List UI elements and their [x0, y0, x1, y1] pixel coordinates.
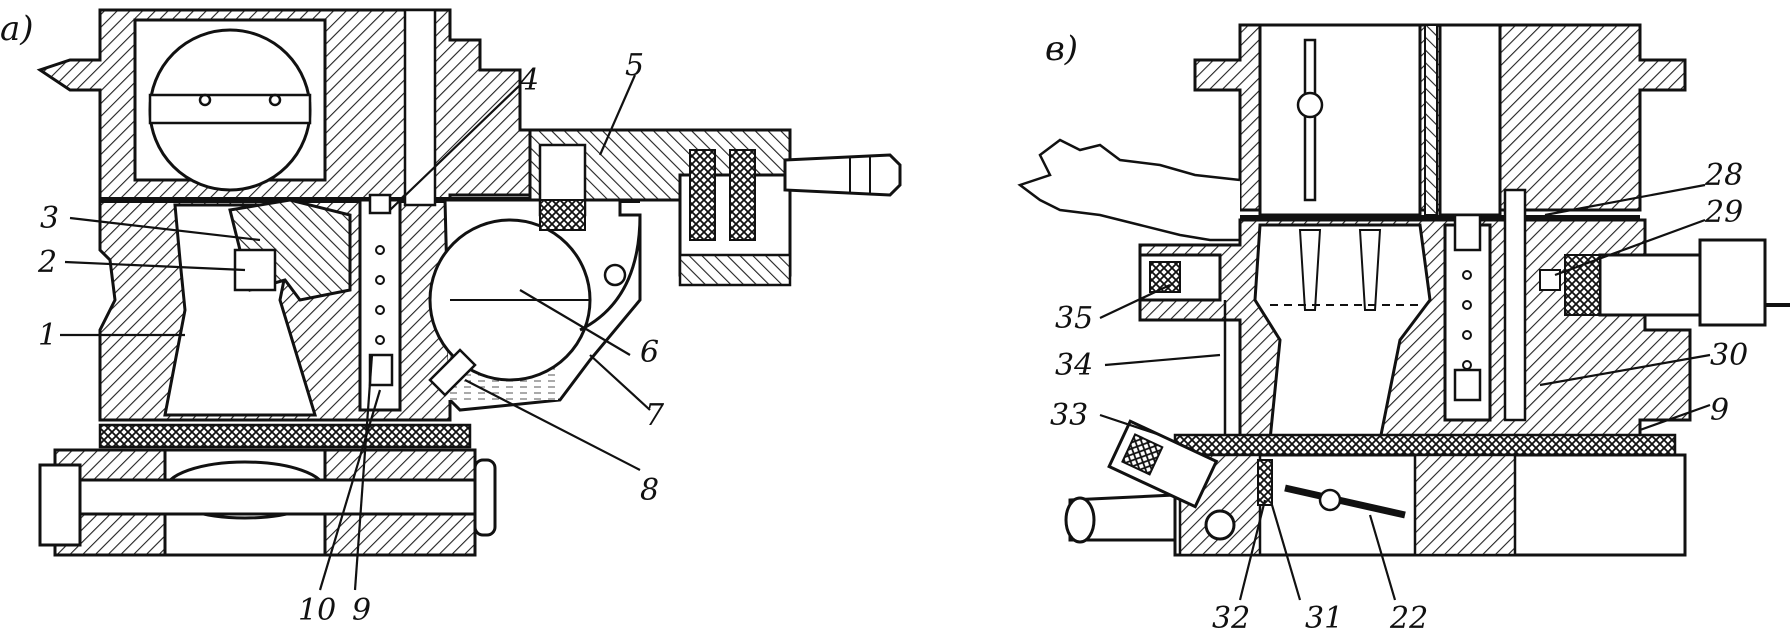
fuel-inlet-pipe — [783, 153, 902, 197]
callout-a-5: 5 — [625, 48, 644, 83]
callout-b-9: 9 — [1710, 393, 1729, 428]
callout-b-22: 22 — [1389, 601, 1428, 631]
panel-b: в) 9 22 28 29 30 31 32 33 34 35 — [1017, 23, 1790, 631]
callout-a-6: 6 — [640, 335, 659, 370]
callout-b-31: 31 — [1305, 601, 1343, 631]
callout-b-35: 35 — [1055, 301, 1093, 336]
throttle-valve-b — [1284, 484, 1406, 519]
air-valve — [1303, 38, 1317, 202]
solenoid-valve — [1598, 253, 1702, 317]
callout-a-2: 2 — [37, 245, 57, 280]
throttle-shaft — [38, 478, 482, 516]
callout-b-33: 33 — [1050, 398, 1088, 433]
callout-a-3: 3 — [40, 201, 59, 236]
callout-a-4: 4 — [519, 63, 539, 98]
callout-a-8: 8 — [640, 473, 659, 508]
panel-b-leaders — [1099, 183, 1711, 601]
callout-b-29: 29 — [1704, 195, 1743, 230]
callout-b-28: 28 — [1704, 158, 1743, 193]
callout-a-10: 10 — [298, 593, 336, 628]
callout-b-32: 32 — [1212, 601, 1250, 631]
panel-a: a) 1 2 3 4 5 6 7 8 9 10 — [0, 8, 902, 628]
panel-a-leaders — [60, 74, 651, 591]
callout-b-34: 34 — [1055, 348, 1093, 383]
callout-b-30: 30 — [1710, 338, 1748, 373]
panel-a-letter: a) — [0, 9, 34, 49]
callout-a-7: 7 — [645, 398, 665, 433]
callout-a-9: 9 — [352, 593, 371, 628]
callout-a-1: 1 — [38, 318, 57, 353]
panel-b-letter: в) — [1045, 29, 1078, 69]
